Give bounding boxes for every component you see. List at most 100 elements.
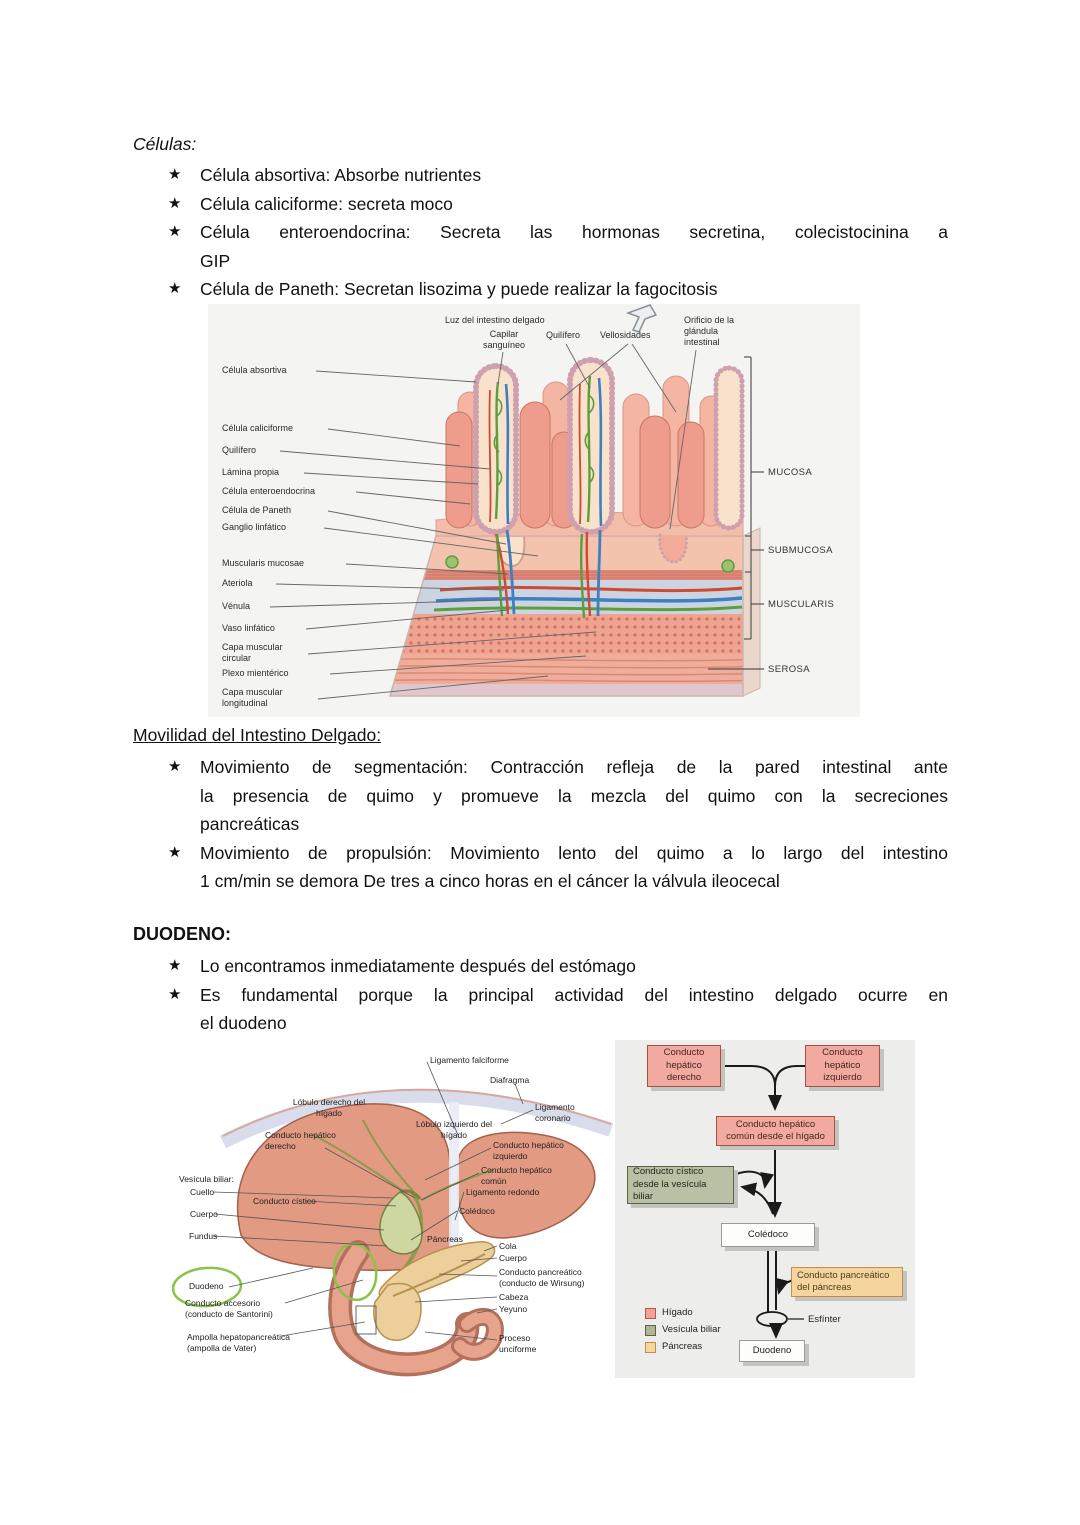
list-movilidad: ★ Movimiento de segmentación: Contracció… — [160, 753, 950, 896]
list-item-text: 1 cm/min se demora De tres a cinco horas… — [200, 871, 780, 891]
cut-villus-right — [713, 365, 745, 531]
list-item: ★ Célula enteroendocrina: Secreta las ho… — [160, 218, 948, 275]
star-bullet-icon: ★ — [168, 194, 182, 212]
anatomy-leader-lines — [212, 1061, 534, 1341]
list-item-text: Es fundamental porque la principal activ… — [200, 984, 948, 1005]
label-submucosa: SUBMUCOSA — [768, 545, 833, 556]
label-muscularis-mucosae: Muscularis mucosae — [222, 558, 305, 568]
star-bullet-icon: ★ — [168, 280, 182, 297]
villi-front — [445, 401, 705, 529]
star-bullet-icon: ★ — [168, 957, 182, 974]
label-lamina-propia: Lámina propia — [222, 467, 280, 477]
star-bullet-icon: ★ — [168, 843, 182, 861]
label-celula-caliciforme: Célula caliciforme — [222, 423, 294, 433]
flowchart-node-cistico: Conducto cístico desde la vesícula bilia… — [627, 1166, 734, 1204]
label-capa-muscular-longitudinal: Capa muscular longitudinal — [222, 687, 283, 708]
flowchart-arrows — [721, 1065, 805, 1339]
list-item: ★ Movimiento de segmentación: Contracció… — [160, 753, 948, 839]
label-conducto-hepatico-derecho: Conducto hepático derecho — [265, 1130, 336, 1151]
liver-left-lobe-shape — [457, 1131, 596, 1239]
label-vesicula-biliar: Vesícula biliar: — [179, 1174, 234, 1184]
legend-swatch-higado — [645, 1308, 656, 1319]
label-luz-intestino: Luz del intestino delgado — [445, 315, 545, 325]
ampolla-box — [355, 1305, 377, 1335]
label-muscularis: MUSCULARIS — [768, 599, 835, 610]
label-ligamento-redondo: Ligamento redondo — [466, 1187, 540, 1197]
list-item: ★ Es fundamental porque la principal act… — [160, 981, 948, 1038]
list-item-text: Lo encontramos inmediatamente después de… — [200, 956, 636, 976]
label-ligamento-coronario: Ligamento coronario — [535, 1102, 575, 1123]
leader-lines — [269, 343, 697, 700]
list-item-text: el duodeno — [200, 1013, 287, 1033]
list-item-text: la presencia de quimo y promueve la mezc… — [200, 785, 948, 806]
cystic-duct-shape — [399, 1189, 422, 1200]
label-conducto-accesorio: Conducto accesorio (conducto de Santorin… — [185, 1298, 273, 1319]
biliary-illustration — [171, 1040, 915, 1378]
list-item: ★ Célula de Paneth: Secretan lisozima y … — [160, 275, 948, 304]
cut-villus-a — [473, 363, 519, 535]
label-pancreas: Páncreas — [427, 1234, 463, 1244]
label-yeyuno: Yeyuno — [499, 1304, 528, 1314]
figure-biliary-system: Ligamento falciforme Diafragma Ligamento… — [163, 1040, 915, 1390]
list-item-text: Movimiento de propulsión: Movimiento len… — [200, 842, 948, 863]
label-cola: Cola — [499, 1241, 517, 1251]
list-item-text: pancreáticas — [200, 814, 300, 834]
label-quilifero-left: Quilífero — [222, 445, 257, 455]
legend-label-higado: Hígado — [662, 1307, 693, 1318]
label-coledoco-anatomy: Colédoco — [459, 1206, 495, 1216]
label-celula-enteroendocrina: Célula enteroendocrina — [222, 486, 316, 496]
esfinter-ellipse — [756, 1311, 788, 1327]
label-vaso-linfatico: Vaso linfático — [222, 623, 275, 633]
list-item-text: GIP — [200, 250, 231, 271]
legend-label-vesicula: Vesícula biliar — [662, 1324, 721, 1335]
label-ateriola: Ateriola — [222, 578, 253, 588]
label-lobulo-izquierdo: Lóbulo izquierdo del hígado — [415, 1119, 493, 1140]
label-conducto-cistico: Conducto cístico — [253, 1196, 316, 1206]
list-item-text: Célula enteroendocrina: Secreta las horm… — [200, 222, 948, 242]
section-heading-celulas: Células: — [133, 134, 197, 154]
section-heading-duodeno: DUODENO: — [133, 924, 231, 944]
label-cuello: Cuello — [190, 1187, 215, 1197]
star-bullet-icon: ★ — [168, 166, 182, 183]
label-orificio-glandula: Orificio de la glándula intestinal — [684, 315, 735, 347]
cut-villus-b — [567, 357, 615, 535]
falciform-ligament-shape — [449, 1102, 459, 1254]
label-venula: Vénula — [222, 601, 251, 611]
label-conducto-hepatico-izquierdo: Conducto hepático izquierdo — [493, 1140, 564, 1161]
list-item-text: Célula caliciforme: secreta moco — [200, 193, 453, 214]
label-capa-muscular-circular: Capa muscular circular — [222, 642, 283, 663]
flowchart-node-hepatico-derecho: Conducto hepático derecho — [647, 1045, 721, 1087]
list-item-text: Movimiento de segmentación: Contracción … — [200, 757, 948, 777]
figure-intestinal-wall: Célula absortiva Célula caliciforme Quil… — [208, 304, 860, 717]
list-item-text: Célula absortiva: Absorbe nutrientes — [200, 165, 482, 185]
label-serosa: SEROSA — [768, 664, 810, 675]
diaphragm-shape — [219, 1088, 614, 1149]
list-duodeno: ★ Lo encontramos inmediatamente después … — [160, 952, 950, 1038]
section-heading-movilidad: Movilidad del Intestino Delgado: — [133, 725, 382, 745]
flowchart-node-coledoco: Colédoco — [721, 1223, 815, 1247]
label-diafragma: Diafragma — [490, 1075, 530, 1085]
gallbladder-shape — [379, 1191, 423, 1255]
label-capilar-sanguineo: Capilar sanguíneo — [482, 329, 526, 350]
label-conducto-pancreatico: Conducto pancreático (conducto de Wirsun… — [499, 1267, 585, 1288]
label-cuerpo-vesicula: Cuerpo — [190, 1209, 218, 1219]
pancreatic-duct-shape — [392, 1253, 486, 1297]
label-proceso-unciforme: Proceso unciforme — [499, 1333, 537, 1354]
label-lobulo-derecho: Lóbulo derecho del hígado — [292, 1097, 366, 1118]
list-item: ★ Célula absortiva: Absorbe nutrientes — [160, 161, 948, 190]
list-celulas: ★ Célula absortiva: Absorbe nutrientes ★… — [160, 161, 950, 304]
star-bullet-icon: ★ — [168, 223, 182, 240]
label-esfinter: Esfínter — [808, 1314, 841, 1325]
label-ligamento-falciforme: Ligamento falciforme — [430, 1055, 509, 1065]
list-item-text: Célula de Paneth: Secretan lisozima y pu… — [200, 279, 718, 299]
flowchart-node-pancreatico: Conducto pancreático del páncreas — [791, 1267, 903, 1297]
label-plexo-mienterico: Plexo mientérico — [222, 668, 289, 678]
label-cabeza: Cabeza — [499, 1292, 529, 1302]
layer-bracket — [708, 356, 764, 670]
legend-swatch-pancreas — [645, 1342, 656, 1353]
label-conducto-hepatico-comun: Conducto hepático común — [481, 1165, 552, 1186]
label-ganglio-linfatico: Ganglio linfático — [222, 522, 287, 532]
label-celula-de-paneth: Célula de Paneth — [222, 505, 292, 515]
label-quilifero-top: Quilífero — [546, 330, 581, 340]
